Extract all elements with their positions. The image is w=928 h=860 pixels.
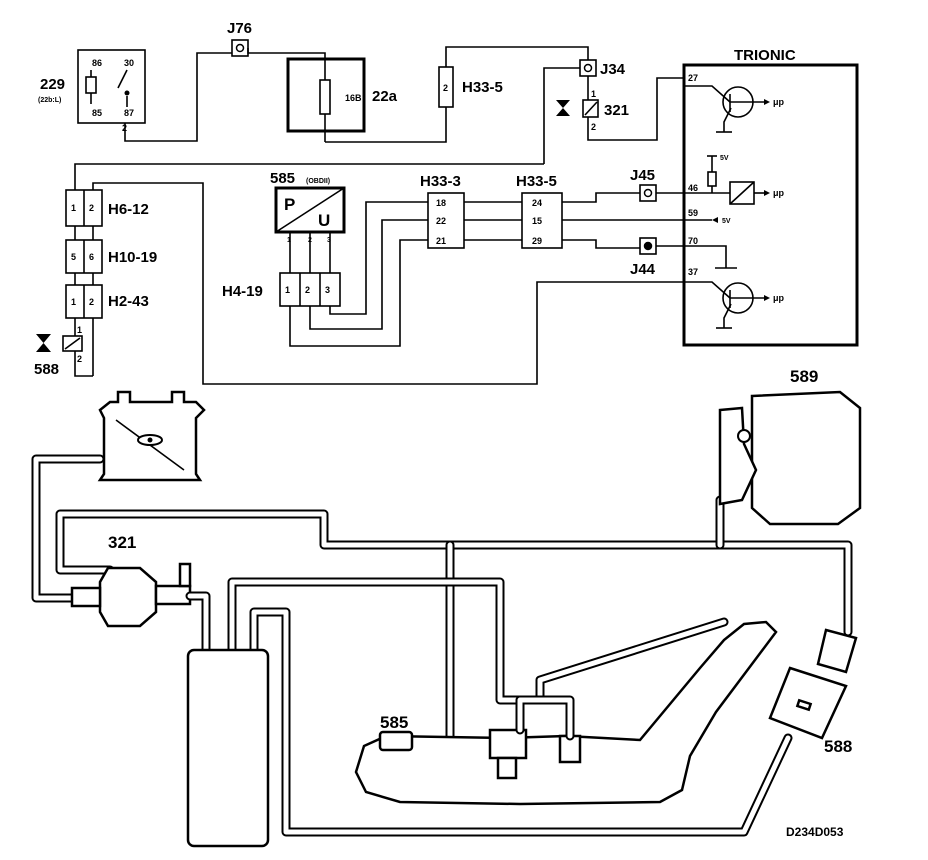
shutoff-valve-588 [768,628,858,740]
valve-588-pin-2: 2 [77,354,82,364]
connector-h2-43-pin-2: 2 [89,297,94,307]
relay-note-label: (22b:L) [38,97,61,104]
sensor-585-p: P [284,195,295,214]
connector-h33-5-pin-24: 24 [532,198,542,208]
connector-h2-43-label: H2-43 [108,293,149,310]
valve-321-symbol [556,100,570,116]
connector-h33-5-label: H33-5 [516,173,557,190]
connector-h33-3-label: H33-3 [420,173,461,190]
connector-h33-3-pin-22: 22 [436,216,446,226]
connector-h4-19 [279,272,341,307]
leak-diag-module-589 [718,390,862,526]
sensor-585-pin-3: 3 [327,237,331,244]
sensor-585-u: U [318,211,330,230]
sensor-585-pin-1: 1 [287,237,291,244]
fuse-box-22a [286,57,366,133]
connector-h33-5-pin-15: 15 [532,216,542,226]
relay-pin-85: 85 [92,108,102,118]
valve-588-label: 588 [34,361,59,378]
connector-h6-12-label: H6-12 [108,201,149,218]
trionic-pin-46: 46 [688,183,698,193]
drawing-code: D234D053 [786,825,844,839]
connector-h4-19-pin-1: 1 [285,285,290,295]
relay-pin-30: 30 [124,58,134,68]
valve-321-pin-1: 1 [591,89,596,99]
connector-h4-19-label: H4-19 [222,283,263,300]
fuse-16b [319,79,331,115]
relay-pin-87: 87 [124,108,134,118]
connector-h6-12-pin-2: 2 [89,203,94,213]
connector-h4-19-pin-2: 2 [305,285,310,295]
connector-h10-19-pin-6: 6 [89,252,94,262]
trionic-mu-upper: μp [773,97,785,107]
trionic-mu-middle: μp [773,188,785,198]
sensor-585-sub: (OBDII) [306,178,330,185]
throttle-body [97,390,206,482]
label-321-lower: 321 [108,533,136,552]
relay-switch [117,69,128,89]
label-588-lower: 588 [824,737,852,756]
trionic-mu-lower: μp [773,293,785,303]
trionic-pin-27: 27 [688,73,698,83]
hose-layer [31,390,862,848]
trionic-pin-70: 70 [688,236,698,246]
junction-j44-label: J44 [630,261,656,278]
valve-321-label: 321 [604,102,629,119]
trionic-5v-out: 5V [722,218,731,225]
connector-h10-19-label: H10-19 [108,249,157,266]
trionic-ecu [682,63,859,347]
fuse-id-label: 22a [372,88,398,105]
charcoal-canister [186,648,270,848]
connector-h4-19-pin-3: 3 [325,285,330,295]
connector-h33-3-pin-21: 21 [436,236,446,246]
fuse-rating-label: 16B [345,93,362,103]
label-589: 589 [790,367,818,386]
connector-h10-19-pin-5: 5 [71,252,76,262]
connector-h33-3 [427,192,465,249]
junction-j76-label: J76 [227,20,252,37]
sensor-585-label: 585 [270,170,295,187]
valve-588-symbol [36,334,51,352]
connector-h2-43-pin-1: 1 [71,297,76,307]
purge-valve-321 [70,562,192,628]
trionic-title: TRIONIC [734,47,796,64]
label-585-lower: 585 [380,713,408,732]
trionic-pin-37: 37 [688,267,698,277]
junction-j45-label: J45 [630,167,655,184]
connector-h33-3-pin-18: 18 [436,198,446,208]
relay-pin-86: 86 [92,58,102,68]
connector-h33-5-pin-29: 29 [532,236,542,246]
trionic-pullup-resistor [707,171,717,187]
valve-321-pin-2: 2 [591,122,596,132]
junction-j34-label: J34 [600,61,626,78]
trionic-pin-59: 59 [688,208,698,218]
connector-h33-5-top-pin: 2 [443,83,448,93]
connector-h33-5-top-label: H33-5 [462,79,503,96]
trionic-5v-top: 5V [720,155,729,162]
wiring-layer: 86 30 85 87 2 229 (22b:L) J76 16B 22a 2 … [34,20,859,385]
connector-h6-12-pin-1: 1 [71,203,76,213]
relay-id-label: 229 [40,76,65,93]
relay-coil [85,76,97,94]
valve-588-pin-1: 1 [77,325,82,335]
